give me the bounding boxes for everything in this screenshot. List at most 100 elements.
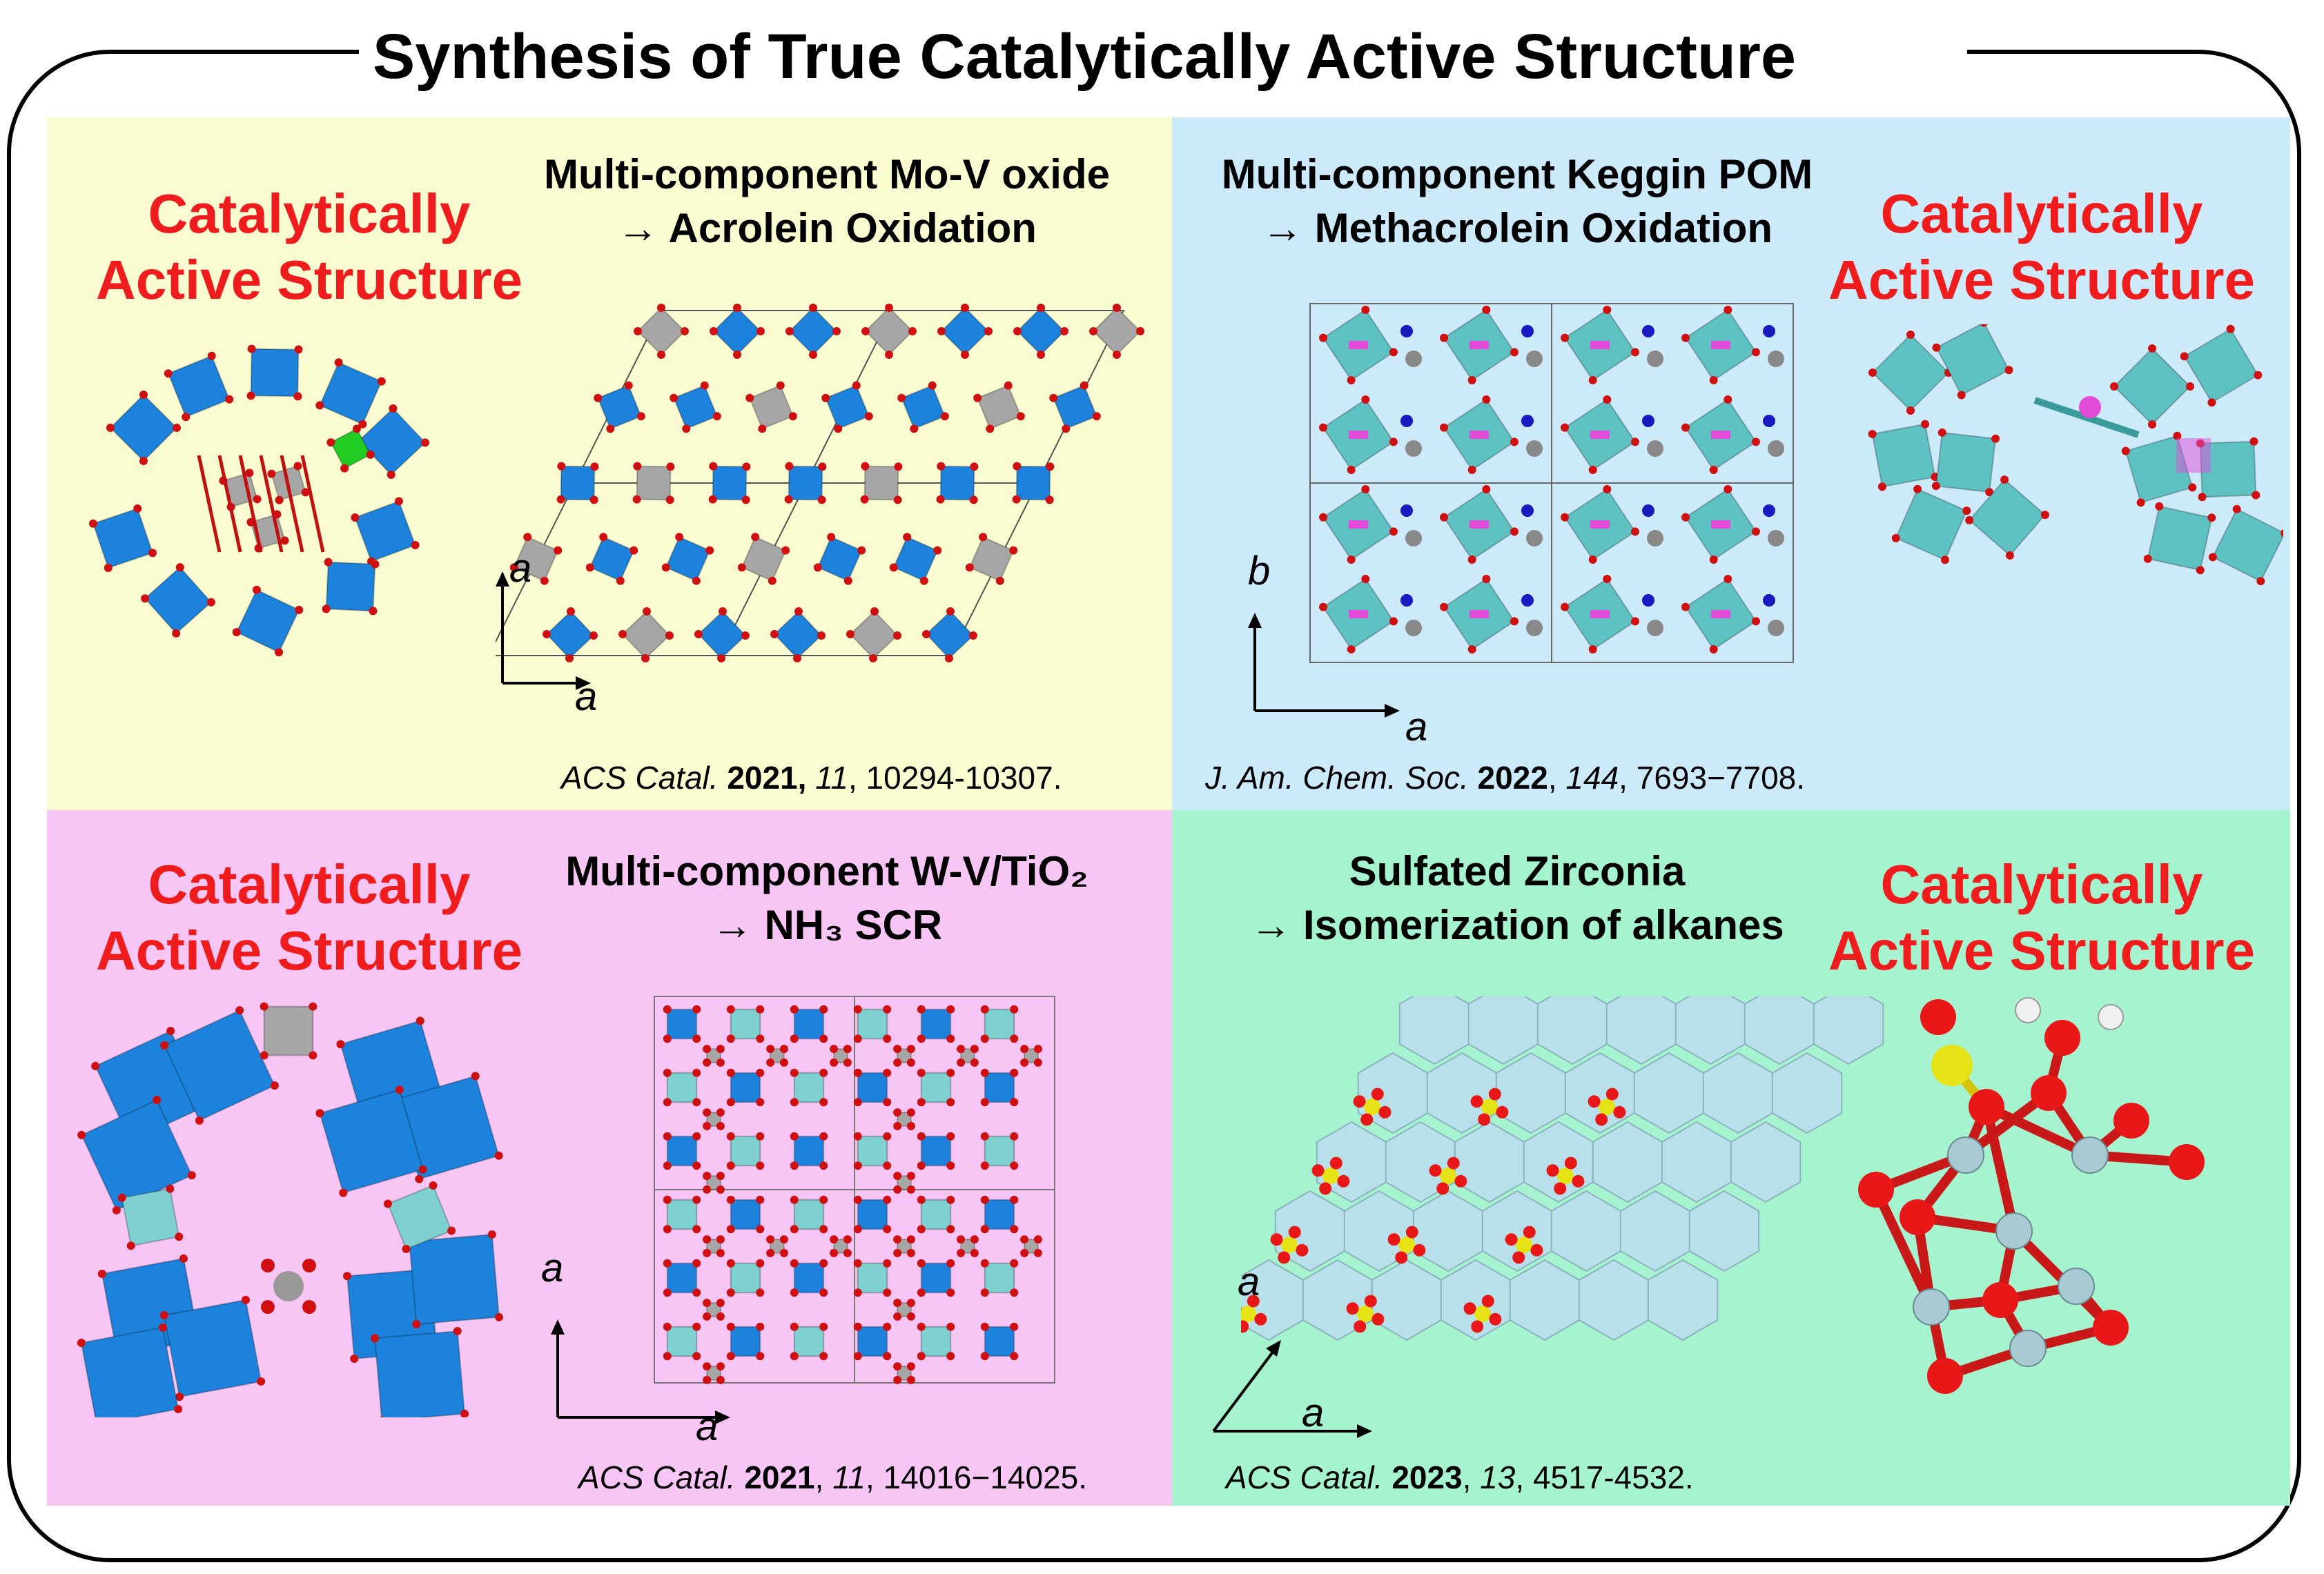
polyhedron [920, 1326, 952, 1357]
oxygen-atom [827, 533, 836, 542]
oxygen-atom [1603, 485, 1612, 494]
oxygen-atom [232, 628, 241, 637]
oxygen-atom [756, 1288, 765, 1297]
oxygen-atom [883, 1225, 892, 1234]
oxygen-atom [1337, 1174, 1350, 1188]
oxygen-atom [893, 1058, 902, 1067]
oxygen-atom [322, 604, 331, 613]
sulfur-atom [1281, 1237, 1298, 1253]
oxygen-atom [779, 1058, 788, 1067]
oxygen-atom [88, 519, 97, 528]
oxygen-atom [843, 576, 852, 585]
sulfur-atom [1398, 1237, 1415, 1253]
oxygen-atom [980, 1195, 989, 1204]
oxygen-atom [1319, 513, 1328, 522]
polyhedron [560, 465, 596, 501]
bond [217, 455, 242, 553]
oxygen-atom [893, 1108, 902, 1117]
polyhedron [1702, 1052, 1774, 1134]
nitrogen-atom [1763, 325, 1775, 337]
oxygen-atom [1982, 1282, 2018, 1318]
oxygen-atom [1405, 1226, 1418, 1239]
oxygen-atom [420, 438, 429, 447]
oxygen-atom [1347, 645, 1356, 653]
oxygen-atom [1546, 1164, 1559, 1177]
oxygen-atom [663, 1225, 672, 1234]
oxygen-atom [342, 1272, 351, 1281]
polyhedron [1871, 423, 1936, 488]
oxygen-atom [293, 462, 302, 471]
oxygen-atom [2232, 504, 2241, 513]
oxygen-atom [883, 1288, 892, 1297]
oxygen-atom [716, 1248, 725, 1257]
oxygen-atom [661, 563, 670, 572]
bond [1982, 1105, 2019, 1232]
citation: ACS Catal. 2021, 11, 10294-10307. [561, 760, 1062, 796]
nitrogen-atom [1400, 504, 1413, 517]
oxygen-atom [670, 393, 678, 402]
polyhedron [1619, 1190, 1691, 1272]
bond [259, 455, 284, 553]
title-background [359, 28, 1967, 83]
nitrogen-atom [1521, 594, 1534, 607]
oxygen-atom [846, 630, 855, 639]
oxygen-atom [1241, 1320, 1249, 1333]
oxygen-atom [779, 1235, 788, 1244]
polyhedron [920, 1262, 952, 1294]
oxygen-atom [790, 1132, 799, 1141]
oxygen-atom [790, 1259, 799, 1268]
crystal-lattice [1309, 303, 1794, 663]
active-structure-label: Catalytically Active Structure [1828, 183, 2255, 311]
panel-keggin-pom: Multi-component Keggin POM → Methacrolei… [1172, 117, 2290, 810]
oxygen-atom [2148, 344, 2156, 353]
oxygen-atom [2005, 551, 2014, 560]
oxygen-atom [1482, 485, 1491, 494]
oxygen-atom [616, 576, 625, 585]
oxygen-atom [139, 391, 148, 399]
oxygen-atom [980, 1322, 989, 1331]
carbon-atom [1768, 440, 1784, 457]
polyhedron [940, 306, 990, 356]
oxygen-atom [883, 1098, 892, 1107]
oxygen-atom [166, 1027, 175, 1036]
oxygen-atom [97, 1270, 106, 1279]
oxygen-atom [770, 630, 779, 639]
oxygen-atom [1060, 327, 1068, 335]
oxygen-atom [716, 1058, 725, 1067]
oxygen-atom [790, 1034, 799, 1043]
polyhedron [666, 1072, 698, 1103]
oxygen-atom [980, 1005, 989, 1014]
polyhedron [636, 465, 672, 501]
polyhedron [920, 1199, 952, 1230]
nitrogen-atom [1642, 415, 1654, 427]
oxygen-atom [267, 469, 276, 478]
axes-arrows [551, 1319, 730, 1424]
nitrogen-atom [1763, 594, 1775, 607]
oxygen-atom [1921, 420, 1930, 429]
oxygen-atom [785, 327, 794, 335]
polyhedron [167, 355, 231, 418]
crystal-lattice [654, 996, 1055, 1384]
oxygen-atom [91, 1061, 100, 1070]
sulfur-atom [1599, 1099, 1615, 1115]
oxygen-atom [692, 1195, 701, 1204]
oxygen-atom [893, 1235, 902, 1244]
oxygen-atom [1389, 527, 1398, 536]
oxygen-atom [1049, 393, 1058, 402]
oxygen-atom [961, 304, 969, 312]
oxygen-atom [1347, 375, 1356, 384]
polyhedron [1015, 465, 1051, 501]
central-atom [1590, 610, 1610, 618]
oxygen-atom [819, 1352, 828, 1361]
oxygen-atom [294, 345, 303, 354]
oxygen-atom [883, 1034, 892, 1043]
polyhedron [857, 1262, 888, 1294]
polyhedron [857, 1326, 888, 1357]
oxygen-atom [369, 607, 378, 616]
oxygen-atom [1389, 617, 1398, 626]
sulfur-atom [1557, 1168, 1574, 1184]
oxygen-atom [906, 1375, 915, 1384]
oxygen-atom [843, 1248, 852, 1257]
oxygen-atom [703, 1362, 712, 1371]
polyhedron [636, 306, 686, 356]
